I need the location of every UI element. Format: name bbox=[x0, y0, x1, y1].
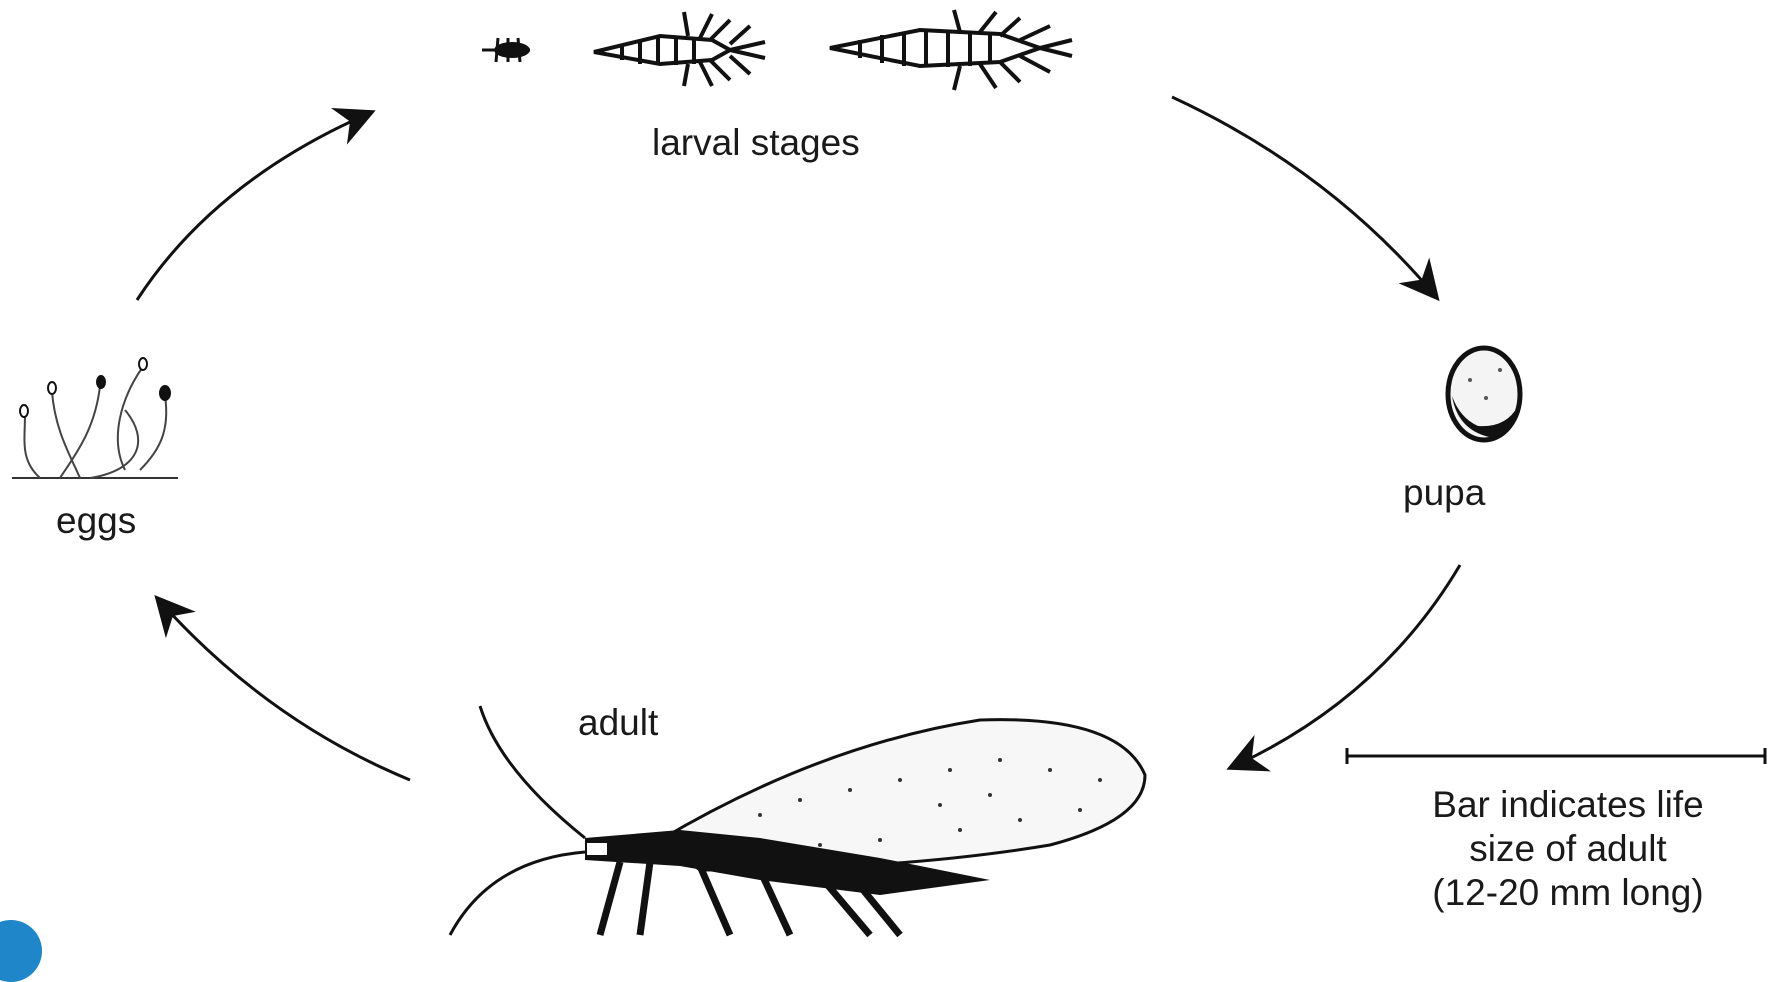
antenna-upper bbox=[480, 706, 585, 838]
scale-note-line-3: (12-20 mm long) bbox=[1348, 871, 1775, 915]
arrow-larva-to-pupa bbox=[1172, 97, 1437, 298]
scale-bar bbox=[1347, 748, 1765, 764]
label-pupa: pupa bbox=[1403, 474, 1485, 511]
arrow-eggs-to-larva bbox=[137, 112, 372, 300]
larva-medium bbox=[594, 12, 765, 86]
pupa-cocoon bbox=[1448, 348, 1520, 440]
larva-large bbox=[830, 10, 1072, 90]
arrow-pupa-to-adult bbox=[1230, 565, 1460, 768]
label-larval-stages: larval stages bbox=[652, 124, 860, 161]
eggs-on-stalks bbox=[12, 358, 178, 478]
larva-small bbox=[482, 38, 530, 62]
scale-note-line-2: size of adult bbox=[1348, 827, 1775, 871]
scale-note: Bar indicates life size of adult (12-20 … bbox=[1348, 783, 1775, 915]
antenna-lower bbox=[450, 852, 585, 935]
scale-note-line-1: Bar indicates life bbox=[1348, 783, 1775, 827]
arrow-adult-to-eggs bbox=[157, 598, 410, 780]
adult-lacewing bbox=[450, 706, 1145, 935]
lacewing-life-cycle-diagram: larval stages pupa eggs adult Bar indica… bbox=[0, 0, 1775, 941]
label-eggs: eggs bbox=[56, 502, 136, 539]
label-adult: adult bbox=[578, 704, 658, 741]
